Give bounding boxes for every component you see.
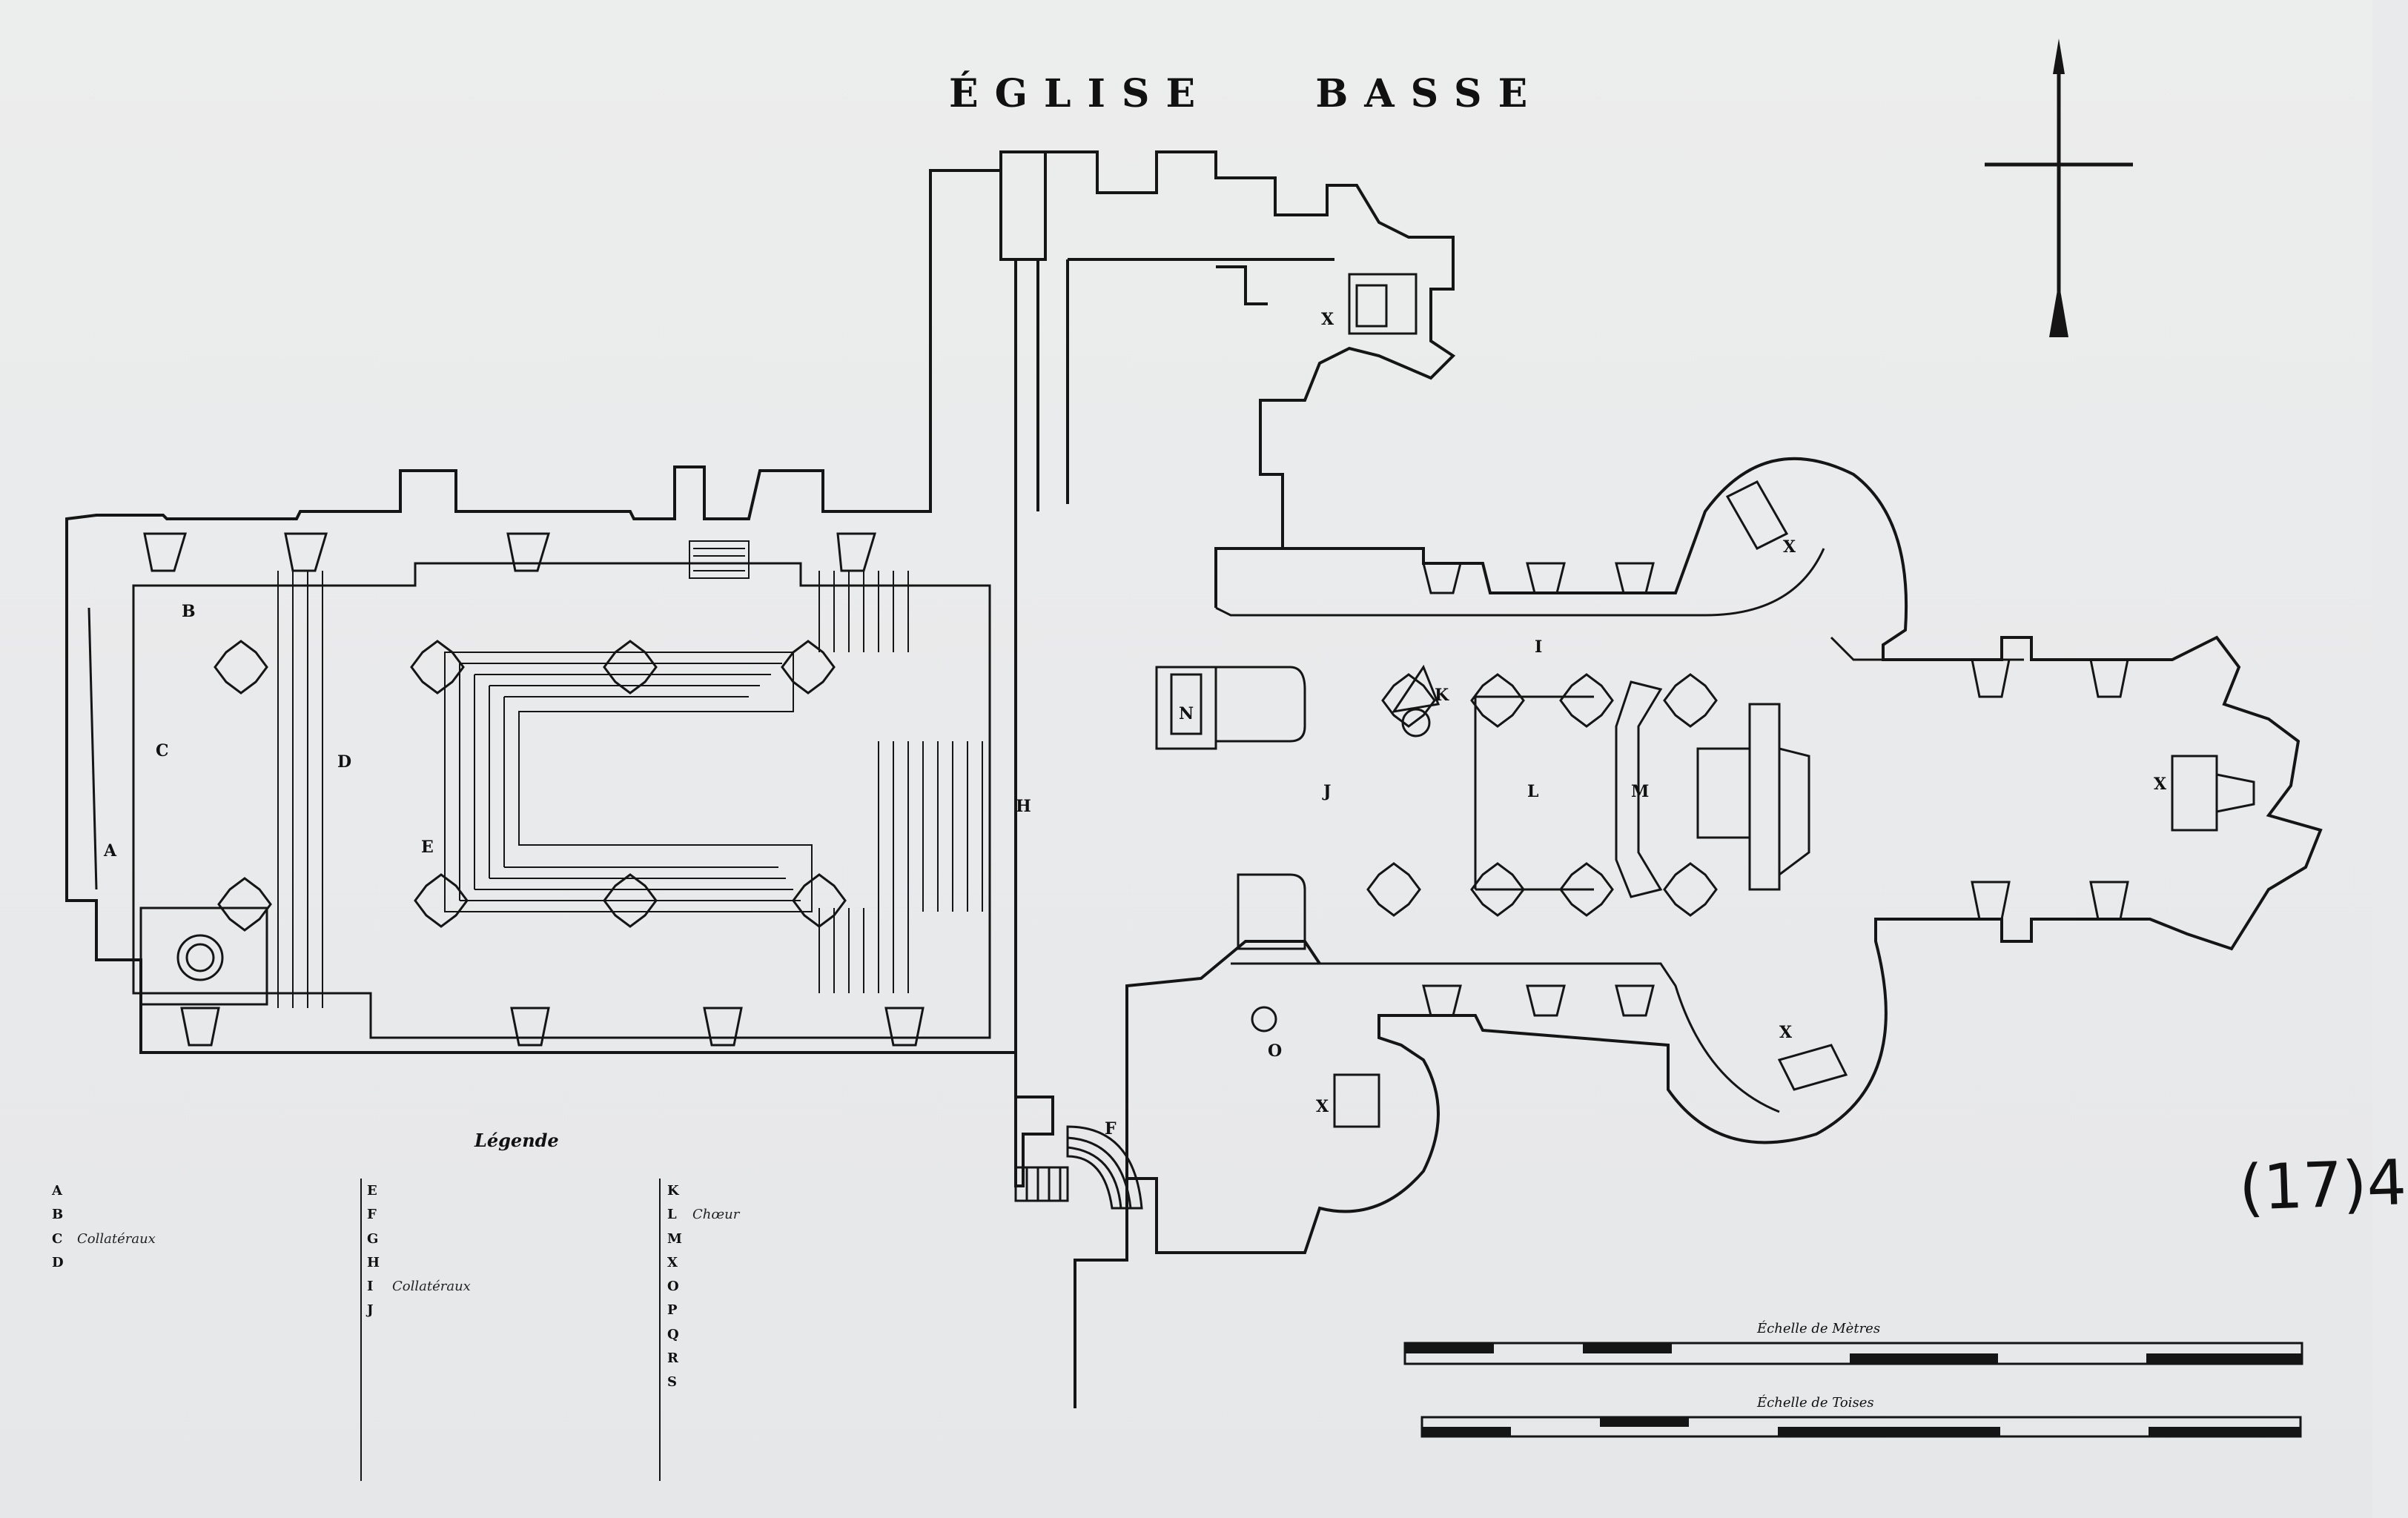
plan-letter-e: E xyxy=(421,838,434,857)
plan-letter-x-south: X xyxy=(1779,1023,1793,1042)
plan-letter-i: I xyxy=(1535,637,1543,657)
archive-number-stamp: (17)4 xyxy=(2237,1146,2408,1224)
north-arrow-icon xyxy=(1985,39,2133,337)
legend-item: B xyxy=(52,1207,64,1223)
legend-item: K xyxy=(667,1183,679,1199)
scale-label-metres: Échelle de Mètres xyxy=(1757,1321,1881,1336)
scale-label-toises: Échelle de Toises xyxy=(1757,1395,1874,1411)
legend-item: O xyxy=(667,1279,679,1295)
plan-letter-l: L xyxy=(1527,782,1539,801)
legend-item: M xyxy=(667,1230,682,1247)
scale-bar-toises xyxy=(1420,1416,2302,1438)
plan-letter-h: H xyxy=(1016,797,1031,816)
title-word-1: ÉGLISE xyxy=(949,71,1212,116)
legend-item: J xyxy=(367,1302,374,1319)
side-chambers xyxy=(1155,664,1440,950)
legend-item: G xyxy=(367,1230,379,1247)
plan-letter-x-east: X xyxy=(2154,775,2167,794)
page-title: ÉGLISE BASSE xyxy=(949,71,1527,116)
well-circle xyxy=(139,907,268,1006)
west-nave-walls xyxy=(65,150,1054,1187)
plan-letter-b: B xyxy=(182,602,196,621)
plan-letter-d: D xyxy=(337,752,352,772)
legend-item: H xyxy=(367,1254,380,1270)
east-choir-walls xyxy=(1074,457,2323,1408)
north-corridor-walls xyxy=(999,150,1456,556)
plan-letter-o: O xyxy=(1268,1041,1283,1061)
legend-item: E xyxy=(367,1183,377,1199)
plan-letter-a: A xyxy=(104,841,117,861)
plan-letter-x-northwest: X xyxy=(1321,310,1334,329)
legend-item: F xyxy=(367,1207,377,1223)
plan-letter-k: K xyxy=(1435,686,1449,705)
plan-letter-x-southwest: X xyxy=(1316,1097,1329,1116)
plan-letter-m: M xyxy=(1631,782,1650,801)
plan-letter-f: F xyxy=(1105,1119,1117,1138)
plan-letter-n: N xyxy=(1179,704,1194,723)
scale-bar-metres xyxy=(1403,1342,2303,1365)
legend-dividers xyxy=(360,1179,661,1481)
chapel-altars xyxy=(1251,480,2255,1128)
legend-item: P xyxy=(667,1302,678,1319)
legend-item: Q xyxy=(667,1326,679,1342)
legend-title: Légende xyxy=(474,1130,559,1151)
plan-letter-c: C xyxy=(156,741,169,760)
legend-item: D xyxy=(52,1254,64,1270)
legend-item: X xyxy=(667,1254,678,1270)
nave-columns xyxy=(143,532,924,1047)
legend-item: A xyxy=(52,1183,62,1199)
legend-item: R xyxy=(667,1350,678,1367)
plan-letter-j: J xyxy=(1323,782,1332,801)
choir-enclosure xyxy=(1474,680,1810,898)
stair-lines xyxy=(277,540,983,1008)
plan-letter-x-north: X xyxy=(1783,537,1796,557)
choir-pillars xyxy=(1366,562,2129,1017)
legend-item: S xyxy=(667,1374,677,1391)
title-word-2: BASSE xyxy=(1315,71,1544,116)
south-stair xyxy=(1014,1125,1143,1210)
